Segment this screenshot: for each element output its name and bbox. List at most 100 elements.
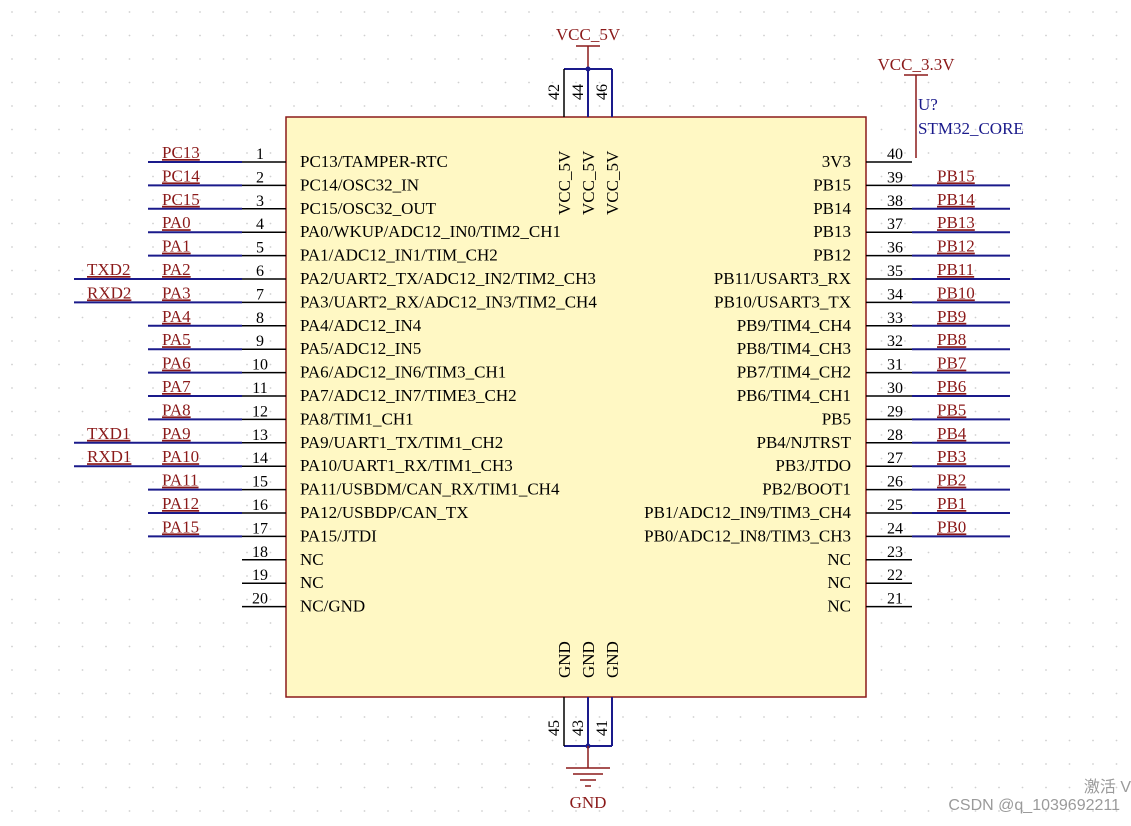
pin-number: 28 [887,427,903,444]
pin-number: 42 [546,84,563,100]
ext-net-label: TXD1 [87,424,130,443]
pin-name: PB10/USART3_TX [714,292,851,311]
pin-number: 12 [252,403,268,420]
vcc33-label: VCC_3.3V [878,55,956,74]
activate-watermark: 激活 V [1084,778,1131,796]
pin-name: PB9/TIM4_CH4 [737,316,852,335]
right-pin-26[interactable]: 26 PB2/BOOT1 PB2 [762,471,1010,499]
bottom-pin-45[interactable]: 45 GND [546,641,574,746]
pin-name: PB8/TIM4_CH3 [737,339,851,358]
ext-net-label: RXD1 [87,447,131,466]
pin-number: 41 [594,720,611,736]
net-label: PB9 [937,307,966,326]
pin-number: 37 [887,216,903,233]
vcc5-label: VCC_5V [556,25,621,44]
pin-number: 45 [546,720,563,736]
pin-number: 22 [887,567,903,584]
vcc33-power-port[interactable]: VCC_3.3V [878,55,956,158]
net-label: PA4 [162,307,191,326]
net-label: PB6 [937,377,966,396]
pin-number: 34 [887,286,903,303]
net-label: PA5 [162,330,191,349]
component-body[interactable] [285,116,867,698]
net-label: PC14 [162,166,200,185]
pin-name: PB6/TIM4_CH1 [737,386,851,405]
net-label: PA3 [162,283,191,302]
net-label: PA7 [162,377,191,396]
pin-name: NC [827,550,851,569]
pin-number: 14 [252,450,268,467]
pin-name: NC [827,573,851,592]
pin-number: 43 [570,720,587,736]
pin-number: 39 [887,169,903,186]
pin-name: NC [300,550,324,569]
ext-net-label: RXD2 [87,283,131,302]
pin-number: 3 [256,193,264,210]
net-label: PB3 [937,447,966,466]
pin-number: 8 [256,310,264,327]
pin-number: 33 [887,310,903,327]
pin-name: GND [555,641,574,678]
pin-number: 24 [887,520,903,537]
pin-name: VCC_5V [579,150,598,215]
pin-name: PB4/NJTRST [757,433,852,452]
right-pin-30[interactable]: 30 PB6/TIM4_CH1 PB6 [737,377,1010,405]
pin-number: 6 [256,263,264,280]
right-pin-33[interactable]: 33 PB9/TIM4_CH4 PB9 [737,307,1010,335]
pin-number: 26 [887,474,903,491]
net-label: PB2 [937,471,966,490]
pin-name: PA6/ADC12_IN6/TIM3_CH1 [300,363,506,382]
pin-number: 30 [887,380,903,397]
pin-name: PB2/BOOT1 [762,480,851,499]
gnd-power-port[interactable]: GND [564,743,612,813]
net-label: PB13 [937,213,975,232]
net-label: PB5 [937,400,966,419]
right-pin-22[interactable]: 22 NC [827,567,912,592]
pin-number: 13 [252,427,268,444]
pin-name: PB15 [813,175,851,194]
net-label: PB11 [937,260,974,279]
